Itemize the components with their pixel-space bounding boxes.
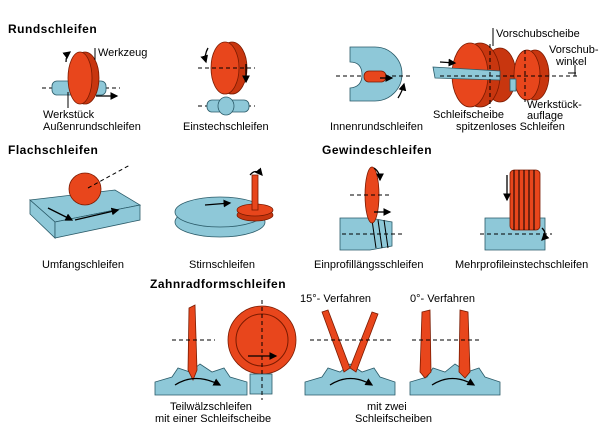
label-werkstueck: Werkstück	[43, 109, 95, 121]
heading-flachschleifen: Flachschleifen	[8, 143, 98, 157]
label-teilwaelzschleifen: Teilwälzschleifen	[170, 401, 252, 413]
label-werkstueckauflage-1: Werkstück-	[527, 99, 582, 111]
einprofil-illustration	[339, 166, 405, 251]
label-stirnschleifen: Stirnschleifen	[189, 259, 255, 271]
label-vorschubscheibe: Vorschubscheibe	[496, 28, 580, 40]
label-vorschubwinkel-1: Vorschub-	[549, 44, 599, 56]
heading-zahnradformschleifen: Zahnradformschleifen	[150, 277, 286, 291]
innenrund-illustration	[336, 46, 410, 102]
label-mehrprofileinstechschleifen: Mehrprofileinstechschleifen	[455, 259, 588, 271]
verfahren-15-illustration	[304, 309, 396, 396]
label-einprofillaengsschleifen: Einprofillängsschleifen	[314, 259, 423, 271]
mehrprofil-illustration	[480, 169, 552, 251]
teilwaelz-illustration	[154, 300, 297, 400]
label-umfangschleifen: Umfangschleifen	[42, 259, 124, 271]
label-vorschubwinkel-2: winkel	[555, 56, 587, 68]
einstech-illustration	[198, 41, 255, 116]
label-schleifscheiben: Schleifscheiben	[355, 413, 432, 425]
label-innenrundschleifen: Innenrundschleifen	[330, 121, 423, 133]
label-schleifscheibe: Schleifscheibe	[433, 109, 504, 121]
umfang-illustration	[29, 164, 142, 239]
label-aussenrundschleifen: Außenrundschleifen	[43, 121, 141, 133]
heading-rundschleifen: Rundschleifen	[8, 22, 97, 36]
label-einstechschleifen: Einstechschleifen	[183, 121, 269, 133]
label-mit-einer-schleifscheibe: mit einer Schleifscheibe	[155, 413, 271, 425]
label-werkzeug: Werkzeug	[98, 47, 147, 59]
label-0-grad-verfahren: 0°- Verfahren	[410, 293, 475, 305]
label-werkstueckauflage-2: auflage	[527, 110, 563, 122]
aussenrund-illustration	[42, 51, 120, 105]
verfahren-0-illustration	[409, 309, 501, 396]
label-mit-zwei: mit zwei	[367, 401, 407, 413]
label-15-grad-verfahren: 15°- Verfahren	[300, 293, 371, 305]
stirn-illustration	[174, 167, 274, 238]
label-spitzenloses-schleifen: spitzenloses Schleifen	[456, 121, 565, 133]
heading-gewindeschleifen: Gewindeschleifen	[322, 143, 432, 157]
spitzenlos-illustration	[432, 42, 580, 108]
